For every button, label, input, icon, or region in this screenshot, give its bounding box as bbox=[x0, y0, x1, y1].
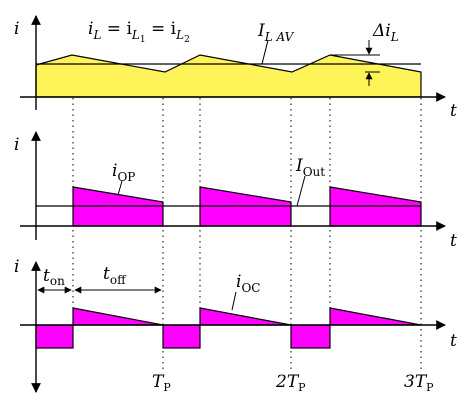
label-delta-iL: ΔiL bbox=[372, 21, 399, 44]
panel-inductor-current: i t iL = iL1 = iL2 IL AV ΔiL bbox=[14, 15, 457, 121]
panel-output-current: i t iOP IOut bbox=[14, 131, 457, 251]
label-IL-avg: IL AV bbox=[257, 21, 295, 44]
pointer-IOut bbox=[296, 175, 306, 207]
x-axis-label-mid: t bbox=[450, 231, 457, 251]
label-toff: toff bbox=[103, 264, 127, 287]
cap-positive-3 bbox=[329, 307, 422, 326]
cap-negative-2 bbox=[162, 324, 201, 349]
tick-label-3TP: 3TP bbox=[404, 372, 434, 394]
y-axis-label-top: i bbox=[14, 19, 19, 39]
label-iL-equation: iL = iL1 = iL2 bbox=[88, 19, 190, 45]
cap-negative-1 bbox=[35, 324, 74, 349]
label-ton: ton bbox=[43, 266, 65, 288]
tick-label-TP: TP bbox=[152, 372, 171, 394]
panel-capacitor-current: i t ton toff iOC TP 2TP 3TP bbox=[14, 257, 457, 394]
x-axis-label-bot: t bbox=[450, 331, 457, 351]
tick-label-2TP: 2TP bbox=[275, 372, 306, 394]
cap-negative-3 bbox=[290, 324, 331, 349]
pointer-iOP bbox=[117, 180, 123, 196]
timing-guides bbox=[72, 98, 422, 370]
cap-positive-1 bbox=[72, 307, 164, 326]
cap-positive-2 bbox=[199, 307, 292, 326]
inductor-current-area bbox=[35, 54, 422, 98]
y-axis-label-bot: i bbox=[14, 257, 19, 277]
x-axis-label-top: t bbox=[450, 101, 457, 121]
pointer-iOC bbox=[231, 291, 237, 311]
label-iOC: iOC bbox=[236, 272, 260, 295]
pointer-IL bbox=[261, 39, 269, 65]
label-iOP: iOP bbox=[112, 161, 135, 184]
y-axis-label-mid: i bbox=[14, 135, 19, 155]
label-IOut: IOut bbox=[295, 156, 325, 179]
